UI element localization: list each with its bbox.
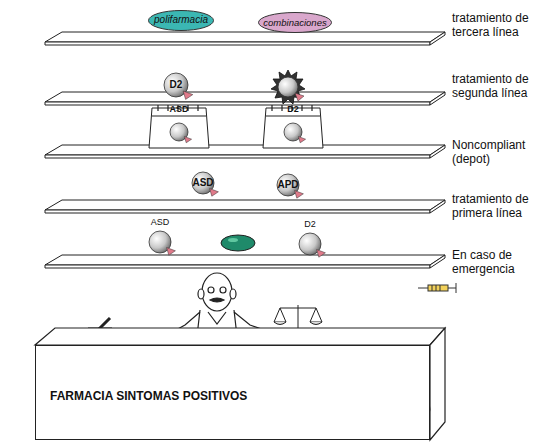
- counter: [35, 328, 445, 440]
- pharmacy-counter: FARMACIA SINTOMAS POSITIVOS: [35, 345, 430, 440]
- calendar-ring: [271, 105, 272, 111]
- shape-part: [266, 116, 320, 117]
- calendar-ring: [197, 105, 198, 111]
- pill-tip: [167, 248, 176, 256]
- calendar-ring: [157, 105, 158, 111]
- oval-pill: polifarmacia: [148, 10, 214, 31]
- shape-part: [152, 116, 206, 117]
- shelf-label: Noncompliant (depot): [452, 138, 556, 167]
- node-text: APD: [277, 180, 298, 191]
- depot-calendar: D2: [262, 104, 324, 150]
- node-text: ASD: [151, 218, 170, 227]
- node-text: ASD: [192, 178, 213, 189]
- pill-tip: [183, 91, 193, 99]
- calendar-ring: [311, 105, 312, 111]
- calendar-ring: [301, 105, 302, 111]
- pill-tip: [184, 137, 191, 143]
- pill-highlight: [228, 238, 238, 242]
- shape-part: [259, 13, 332, 33]
- green-pill: [221, 235, 255, 251]
- round-pill: D2: [163, 72, 189, 98]
- shape-part: [149, 11, 214, 31]
- node-text: ASD: [169, 105, 188, 114]
- round-pill: ASD: [140, 218, 180, 254]
- depot-calendar: ASD: [148, 104, 210, 150]
- node-text: polifarmacia: [154, 15, 208, 26]
- spiky-pill: [271, 70, 305, 104]
- syringe: [418, 283, 456, 293]
- calendar-ring: [167, 105, 168, 111]
- node-text: D2: [304, 220, 316, 229]
- node-text: D2: [170, 80, 183, 91]
- calendar-ring: [281, 105, 282, 111]
- pill-tip: [298, 137, 305, 143]
- pill-tip: [317, 250, 326, 258]
- oval-pill: combinaciones: [258, 12, 332, 33]
- shelves: [45, 32, 445, 268]
- node-text: FARMACIA SINTOMAS POSITIVOS: [50, 390, 247, 403]
- shelf-label: tratamiento de primera línea: [452, 192, 556, 221]
- pill-tip: [210, 189, 219, 197]
- round-pill: APD: [276, 173, 300, 197]
- round-pill: ASD: [191, 171, 215, 195]
- node-text: D2: [287, 105, 299, 114]
- shelf-label: tratamiento de tercera línea: [452, 11, 556, 40]
- pill-tip: [295, 191, 304, 199]
- shelf-label: tratamiento de segunda línea: [452, 72, 556, 101]
- round-pill: D2: [290, 220, 330, 256]
- shelf-label: En caso de emergencia: [452, 248, 556, 277]
- node-text: combinaciones: [263, 18, 326, 28]
